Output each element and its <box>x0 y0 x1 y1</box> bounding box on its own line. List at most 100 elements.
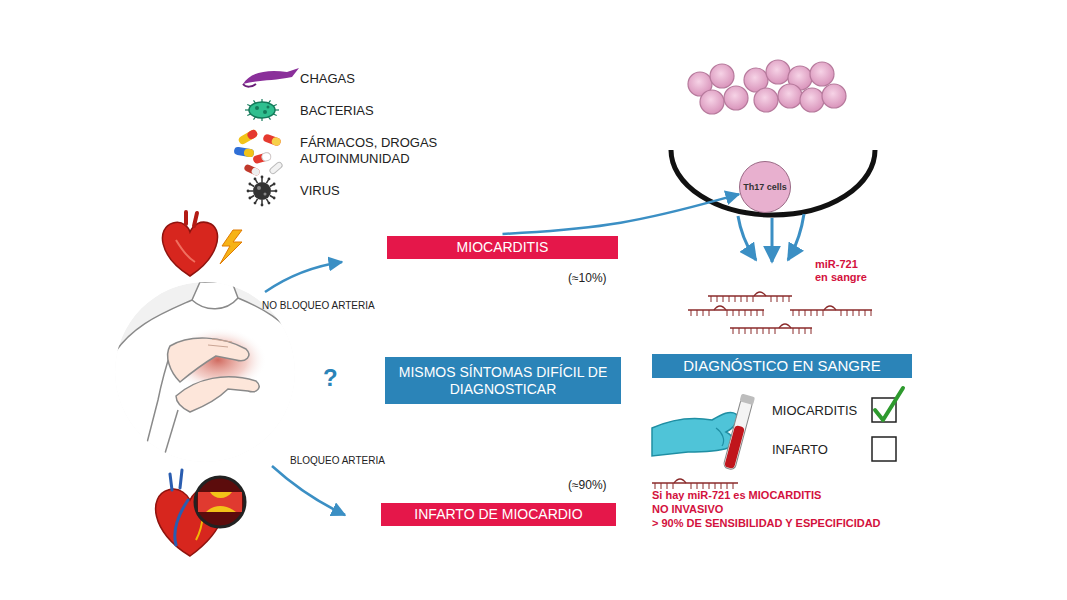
mirna-strands-part <box>730 327 812 328</box>
virus-icon-part <box>261 176 264 179</box>
result-note: NO INVASIVO <box>652 503 723 516</box>
pills-icon-part <box>237 129 258 146</box>
immune-cells-part <box>766 60 790 84</box>
mirna-strands-part <box>859 310 860 316</box>
node-text: MIOCARDITIS <box>457 239 549 255</box>
bacteria-icon-part <box>255 106 259 110</box>
result-note: Si hay miR-721 es MIOCARDITIS <box>652 489 821 502</box>
mirna-strands-part <box>745 310 746 316</box>
virus-icon-part <box>256 180 258 183</box>
mirna-strands-part <box>703 310 704 316</box>
pills-icon-part-part <box>262 133 282 147</box>
virus-icon-part <box>264 193 267 196</box>
virus-icon-part <box>275 190 278 193</box>
virus-icon-part <box>261 178 263 182</box>
mirna-strands-part <box>769 328 770 334</box>
cause-label: VIRUS <box>300 183 340 199</box>
pills-icon-part <box>252 152 271 164</box>
bacteria-icon-part <box>254 117 256 120</box>
pills-icon <box>233 129 283 177</box>
release-arrows-part <box>788 214 804 260</box>
mirna-strand-small-part <box>697 483 698 489</box>
path-label: NO BLOQUEO ARTERIA <box>262 300 375 312</box>
mirna-strand-small-part <box>661 483 662 489</box>
checkbox-part <box>872 437 896 461</box>
mirna-strands-part <box>739 310 740 316</box>
release-arrows <box>738 214 804 262</box>
mirna-strands-part <box>733 328 734 334</box>
node-text: MISMOS SÍNTOMAS DIFÍCIL DE DIAGNOSTICAR <box>393 364 613 396</box>
bacteria-icon-part <box>247 105 250 107</box>
mirna-strands-part <box>793 328 794 334</box>
label-text: Si hay miR-721 es MIOCARDITIS <box>652 489 821 501</box>
lightning-icon <box>220 230 242 264</box>
virus-icon-part <box>273 197 276 200</box>
node-text: Th17 cells <box>743 182 787 192</box>
mirna-strands-part <box>799 328 800 334</box>
node-text: INFARTO DE MIOCARDIO <box>414 506 582 522</box>
label-text: > 90% DE SENSIBILIDAD Y ESPECIFICIDAD <box>652 517 881 529</box>
bacteria-icon-part <box>247 114 250 116</box>
disease-band: INFARTO DE MIOCARDIO <box>381 503 616 526</box>
virus-icon <box>247 176 278 207</box>
option-label: MIOCARDITIS <box>772 403 857 419</box>
virus-icon-part <box>273 183 276 186</box>
heart-pain-icon-part <box>176 240 195 262</box>
immune-cells-part <box>778 84 802 108</box>
infarct-heart-icon-part <box>195 477 245 527</box>
pills-icon-part-part <box>261 152 272 162</box>
person-chest-pain-part <box>160 410 178 470</box>
label-text: BACTERIAS <box>300 103 374 118</box>
mirna-strand-small-part <box>727 483 728 489</box>
mirna-strands-part <box>841 310 842 316</box>
method-band: DIAGNÓSTICO EN SANGRE <box>652 354 912 378</box>
label-text: BLOQUEO ARTERIA <box>290 455 385 466</box>
result-note: > 90% DE SENSIBILIDAD Y ESPECIFICIDAD <box>652 517 881 530</box>
immune-cells-part <box>754 88 778 112</box>
mirna-strands-part <box>763 328 764 334</box>
infarct-heart-icon-part <box>198 492 242 512</box>
pills-icon-part-part <box>246 129 259 141</box>
heart-pain-icon <box>162 212 217 276</box>
bacteria-icon-part <box>261 118 262 121</box>
mirna-strands-part <box>811 310 812 316</box>
virus-icon-part <box>254 202 257 205</box>
mirna-strand-small-part <box>691 483 692 489</box>
gloved-hand-tube-part-part <box>724 425 745 469</box>
virus-icon-part <box>248 183 251 186</box>
mirna-label: miR-721 en sangre <box>815 258 871 284</box>
label-text: NO INVASIVO <box>652 503 723 515</box>
mirna-strands-part <box>723 296 724 302</box>
mirna-strands-part <box>714 306 726 310</box>
bacteria-icon-part <box>273 105 276 107</box>
mirna-strands-part <box>747 296 748 302</box>
pills-icon-part-part <box>243 148 254 158</box>
infarct-heart-icon <box>156 470 245 556</box>
infarct-heart-icon-part <box>206 492 236 512</box>
mirna-strands-part <box>709 310 710 316</box>
pills-icon-part <box>243 163 260 176</box>
bacteria-icon-part <box>249 102 275 118</box>
release-arrows-part <box>738 216 756 260</box>
gloved-hand-tube-part-part <box>723 398 753 471</box>
mirna-strand-small-part <box>721 483 722 489</box>
pills-icon-part-part <box>251 167 261 177</box>
mirna-strand-small-part <box>709 483 710 489</box>
bacteria-icon-part <box>267 106 270 109</box>
bacteria-icon-part <box>261 99 262 102</box>
mirna-strand-small-part <box>733 483 734 489</box>
virus-icon-part <box>267 199 269 202</box>
question-box: MISMOS SÍNTOMAS DIFÍCIL DE DIAGNOSTICAR <box>385 357 621 404</box>
pills-icon-part-part <box>271 136 282 147</box>
mirna-strands-part <box>751 328 752 334</box>
mirna-strand-small-part <box>715 483 716 489</box>
mirna-strands-part <box>735 296 736 302</box>
cause-label: FÁRMACOS, DROGAS AUTOINMUNIDAD <box>300 135 445 166</box>
pills-icon-part-part <box>233 146 254 157</box>
mirna-strands-part <box>805 310 806 316</box>
node-text: DIAGNÓSTICO EN SANGRE <box>683 357 881 374</box>
immune-cells-part <box>710 64 734 88</box>
mirna-strands-part <box>811 328 812 334</box>
question-mark: ? <box>323 364 338 393</box>
disease-band: MIOCARDITIS <box>387 236 618 259</box>
